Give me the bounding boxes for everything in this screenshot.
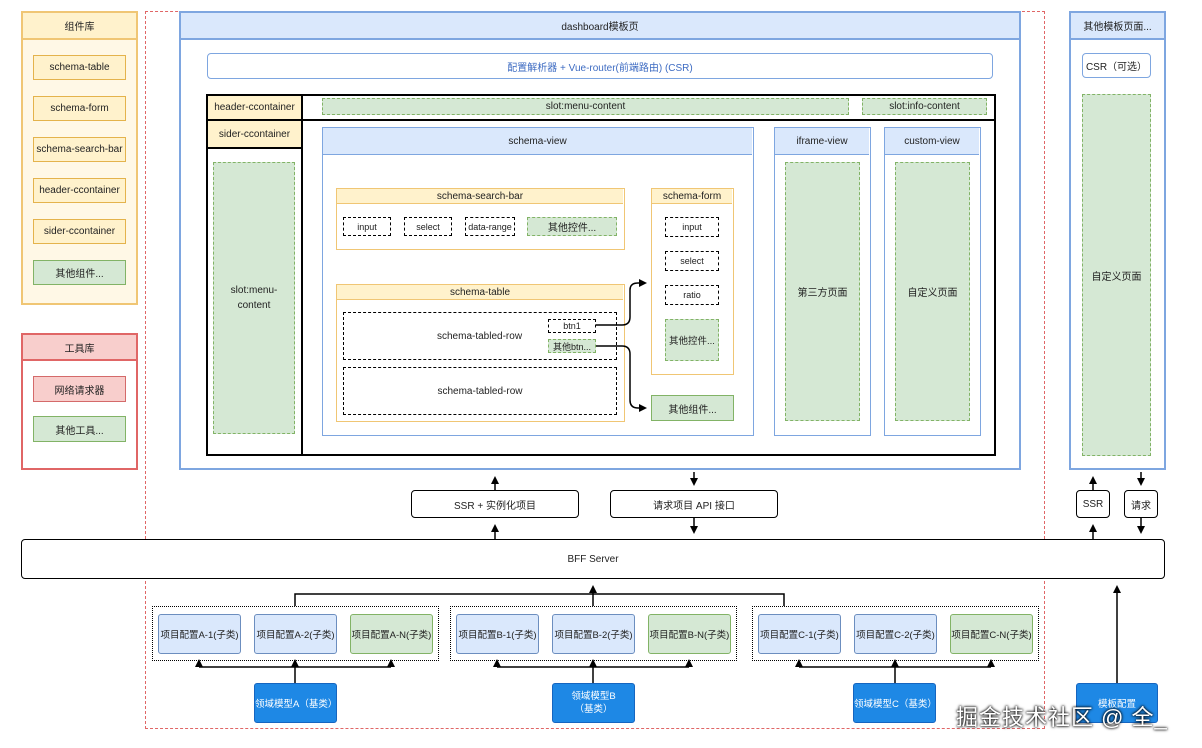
library-item-schema-form: schema-form [33, 96, 126, 121]
project-config-c-n: 项目配置C-N(子类) [950, 614, 1033, 654]
search-bar-select: select [404, 217, 452, 236]
form-input: input [665, 217, 719, 237]
other-btn: 其他btn... [548, 339, 596, 353]
other-template-title: 其他模板页面... [1071, 13, 1164, 40]
tool-item-other-tools: 其他工具... [33, 416, 126, 442]
schema-table-title: schema-table [337, 285, 623, 300]
sider-container-label: sider-ccontainer [208, 121, 301, 147]
ssr-instantiate-box: SSR + 实例化项目 [411, 490, 579, 518]
form-select: select [665, 251, 719, 271]
sider-divider [301, 94, 303, 456]
project-config-a-n: 项目配置A-N(子类) [350, 614, 433, 654]
component-library-title: 组件库 [23, 13, 136, 40]
csr-optional: CSR（可选） [1082, 53, 1151, 78]
tool-item-network-requester: 网络请求器 [33, 376, 126, 402]
schema-search-bar-title: schema-search-bar [337, 189, 623, 204]
form-other-controls: 其他控件... [665, 319, 719, 361]
project-config-b-1: 项目配置B-1(子类) [456, 614, 539, 654]
project-config-b-2: 项目配置B-2(子类) [552, 614, 635, 654]
iframe-view-title: iframe-view [775, 128, 869, 155]
library-item-header-ccontainer: header-ccontainer [33, 178, 126, 203]
slot-info-content: slot:info-content [862, 98, 987, 115]
search-bar-input: input [343, 217, 391, 236]
project-config-b-n: 项目配置B-N(子类) [648, 614, 731, 654]
library-item-sider-ccontainer: sider-ccontainer [33, 219, 126, 244]
header-divider [206, 119, 996, 121]
btn1: btn1 [548, 319, 596, 333]
schema-view-title: schema-view [323, 128, 752, 155]
dashboard-title: dashboard模板页 [181, 13, 1019, 40]
domain-model-b: 领域模型B（基类） [552, 683, 635, 723]
request-box-right: 请求 [1124, 490, 1158, 518]
domain-model-a: 领域模型A（基类） [254, 683, 337, 723]
project-config-c-1: 项目配置C-1(子类) [758, 614, 841, 654]
third-party-page: 第三方页面 [785, 162, 860, 421]
project-config-a-1: 项目配置A-1(子类) [158, 614, 241, 654]
library-item-schema-table: schema-table [33, 55, 126, 80]
component-library: 组件库 schema-table schema-form schema-sear… [21, 11, 138, 305]
header-container-label: header-ccontainer [208, 96, 301, 119]
sider-head-divider [206, 147, 302, 149]
groups-to-bff-arrow [294, 593, 785, 606]
slot-menu-content-header: slot:menu-content [322, 98, 849, 115]
project-config-c-2: 项目配置C-2(子类) [854, 614, 937, 654]
tool-library: 工具库 网络请求器 其他工具... [21, 333, 138, 470]
custom-view-title: custom-view [885, 128, 979, 155]
custom-page: 自定义页面 [895, 162, 970, 421]
schema-tabled-row-2: schema-tabled-row [343, 367, 617, 415]
form-ratio: ratio [665, 285, 719, 305]
domain-model-c: 领域模型C（基类） [853, 683, 937, 723]
schema-form-title: schema-form [652, 189, 732, 204]
search-bar-other-controls: 其他控件... [527, 217, 617, 236]
router-bar: 配置解析器 + Vue-router(前端路由) (CSR) [207, 53, 993, 79]
schema-view-other-components: 其他组件... [651, 395, 734, 421]
watermark: 掘金技术社区 @ 全_ [956, 705, 1168, 730]
other-template-custom-page: 自定义页面 [1082, 94, 1151, 456]
api-request-box: 请求项目 API 接口 [610, 490, 778, 518]
btn1-to-form-arrow [596, 279, 647, 326]
library-item-schema-search-bar: schema-search-bar [33, 137, 126, 162]
model-b-fanout [497, 666, 689, 683]
template-config: 模板配置 [1076, 683, 1158, 723]
bff-server: BFF Server [21, 539, 1165, 579]
library-item-other-components: 其他组件... [33, 260, 126, 285]
ssr-box-right: SSR [1076, 490, 1110, 518]
search-bar-data-range: data-range [465, 217, 515, 236]
project-config-a-2: 项目配置A-2(子类) [254, 614, 337, 654]
slot-menu-content-sider: slot:menu-content [213, 162, 295, 434]
model-a-fanout [199, 666, 391, 683]
otherbtn-to-components-arrow [596, 345, 647, 412]
tool-library-title: 工具库 [23, 335, 136, 361]
model-c-fanout [799, 666, 991, 683]
